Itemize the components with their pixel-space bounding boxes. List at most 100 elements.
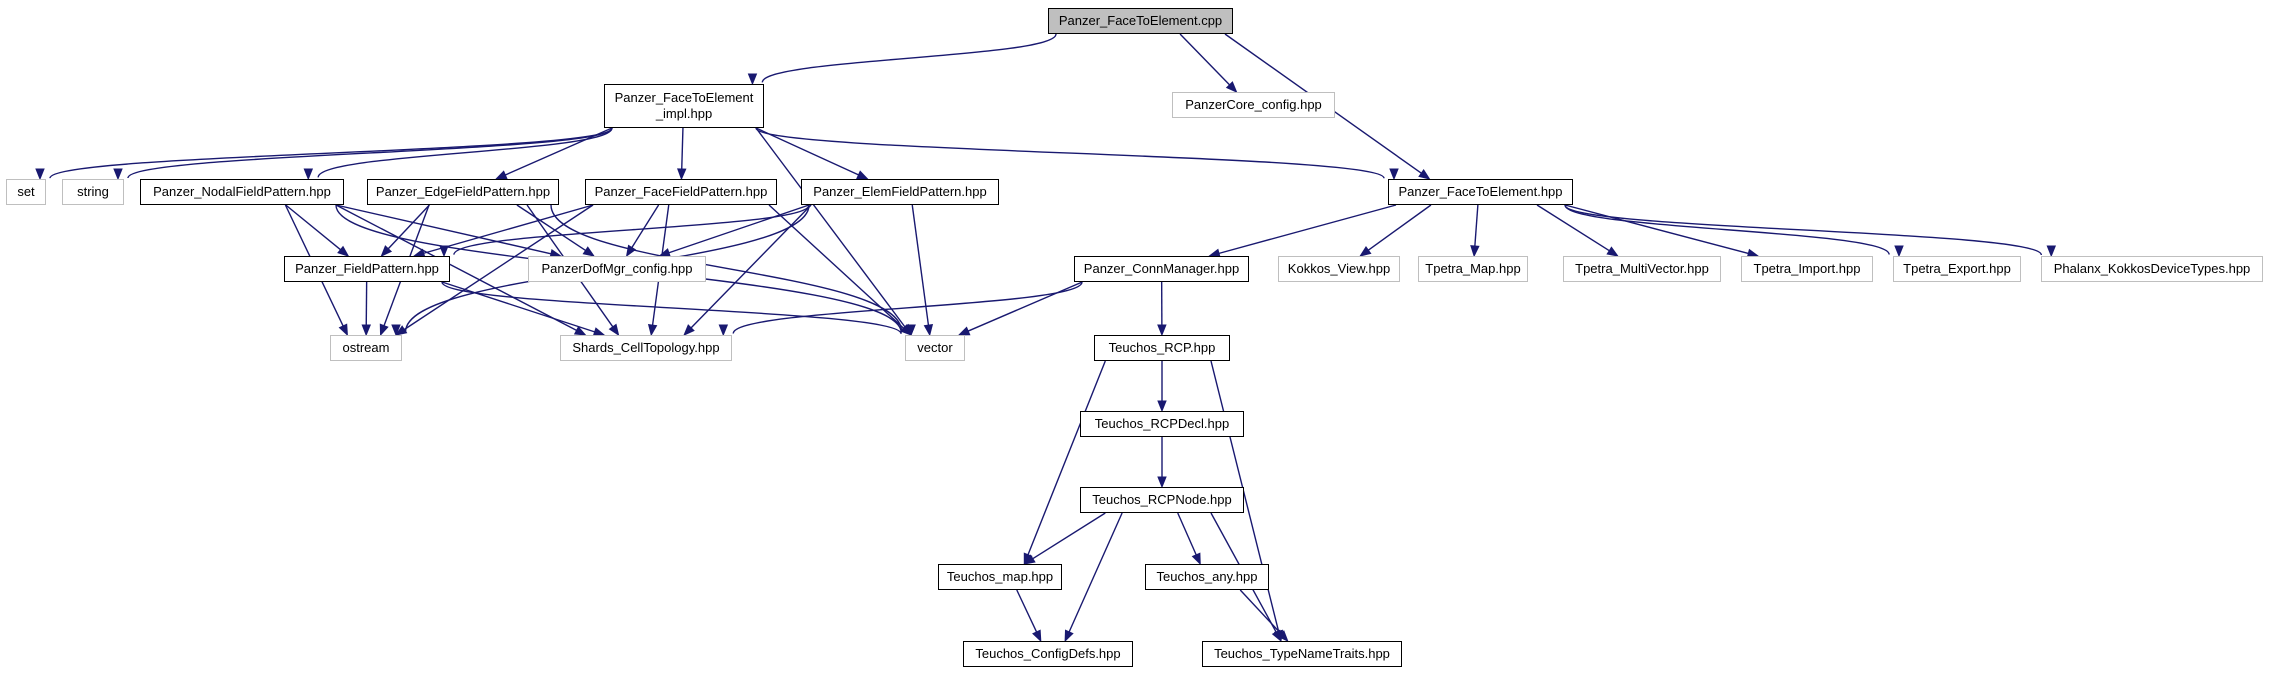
edge-f2e-to-tmv (1536, 204, 1610, 252)
arrowhead-impl-to-edge (494, 170, 508, 180)
edge-impl-to-f2e (755, 127, 1385, 179)
edge-conn-to-vector (967, 281, 1083, 332)
node-rcpdecl[interactable]: Teuchos_RCPDecl.hpp (1080, 411, 1244, 437)
node-tname[interactable]: Teuchos_TypeNameTraits.hpp (1202, 641, 1402, 667)
arrowhead-face-to-dofcfg (625, 244, 637, 258)
edge-elem-to-fieldp (453, 204, 810, 255)
edge-elem-to-shards (690, 204, 812, 329)
arrowhead-edge-to-fieldp (380, 245, 393, 257)
edge-nodal-to-shards (335, 204, 577, 331)
node-texp[interactable]: Tpetra_Export.hpp (1893, 256, 2021, 282)
arrowhead-tmapp-to-cfgdefs (1032, 629, 1042, 643)
node-phal[interactable]: Phalanx_KokkosDeviceTypes.hpp (2041, 256, 2263, 282)
edge-root-to-impl (761, 33, 1057, 83)
arrowhead-rcp-to-rcpdecl (1157, 400, 1167, 413)
arrowhead-conn-to-rcp (1157, 324, 1167, 337)
node-dofcfg[interactable]: PanzerDofMgr_config.hpp (528, 256, 706, 282)
arrowhead-f2e-to-phal (2046, 245, 2057, 258)
arrowhead-elem-to-vector (923, 323, 934, 337)
node-timp[interactable]: Tpetra_Import.hpp (1741, 256, 1873, 282)
edge-impl-to-set (49, 127, 613, 179)
arrowhead-face-to-ostream (394, 325, 408, 336)
edge-conn-to-shards (732, 281, 1083, 334)
arrowhead-elem-to-shards (683, 324, 695, 336)
edge-tmapp-to-cfgdefs (1016, 589, 1038, 633)
node-tany[interactable]: Teuchos_any.hpp (1145, 564, 1269, 590)
arrowhead-root-to-f2e (1418, 169, 1431, 180)
arrowhead-edge-to-dofcfg (582, 246, 596, 257)
node-set[interactable]: set (6, 179, 46, 205)
node-root[interactable]: Panzer_FaceToElement.cpp (1048, 8, 1233, 34)
edge-fieldp-to-shards (441, 281, 595, 333)
node-edge[interactable]: Panzer_EdgeFieldPattern.hpp (367, 179, 559, 205)
edge-tany-to-tname (1239, 589, 1282, 635)
edge-impl-to-edge (505, 127, 613, 176)
node-tmap[interactable]: Tpetra_Map.hpp (1418, 256, 1528, 282)
arrowhead-root-to-config (1225, 81, 1238, 93)
node-config[interactable]: PanzerCore_config.hpp (1172, 92, 1335, 118)
node-conn[interactable]: Panzer_ConnManager.hpp (1074, 256, 1249, 282)
node-tmv[interactable]: Tpetra_MultiVector.hpp (1563, 256, 1721, 282)
arrowhead-nodal-to-ostream (338, 323, 348, 337)
node-shards[interactable]: Shards_CellTopology.hpp (560, 335, 732, 361)
arrowhead-conn-to-vector (957, 326, 971, 336)
arrowhead-conn-to-shards (718, 324, 729, 337)
arrowhead-elem-to-ostream (391, 324, 401, 337)
node-ostream[interactable]: ostream (330, 335, 402, 361)
node-nodal[interactable]: Panzer_NodalFieldPattern.hpp (140, 179, 344, 205)
arrowhead-root-to-impl (747, 73, 758, 86)
arrowhead-impl-to-f2e (1389, 168, 1399, 181)
arrowhead-rcpdecl-to-rcpnode (1157, 476, 1167, 489)
edge-f2e-to-texp (1564, 204, 1890, 255)
arrowhead-nodal-to-fieldp (337, 245, 350, 257)
arrowhead-face-to-shards (647, 323, 658, 337)
edge-face-to-dofcfg (631, 204, 660, 248)
node-impl[interactable]: Panzer_FaceToElement_impl.hpp (604, 84, 764, 128)
edge-elem-to-vector (911, 204, 930, 326)
arrowhead-f2e-to-tmap (1470, 245, 1480, 258)
arrowhead-rcpnode-to-cfgdefs (1064, 629, 1074, 643)
edge-f2e-to-conn (1218, 204, 1397, 255)
node-fieldp[interactable]: Panzer_FieldPattern.hpp (284, 256, 450, 282)
node-rcp[interactable]: Teuchos_RCP.hpp (1094, 335, 1230, 361)
arrowhead-f2e-to-tmv (1606, 246, 1619, 257)
edge-rcpnode-to-cfgdefs (1068, 512, 1123, 633)
arrowhead-impl-to-set (35, 168, 45, 181)
edge-f2e-to-timp (1564, 204, 1749, 255)
arrowhead-rcpnode-to-tany (1191, 552, 1201, 566)
node-cfgdefs[interactable]: Teuchos_ConfigDefs.hpp (963, 641, 1133, 667)
arrowhead-fieldp-to-vector (906, 324, 916, 337)
node-kview[interactable]: Kokkos_View.hpp (1278, 256, 1400, 282)
edge-nodal-to-fieldp (285, 204, 341, 251)
arrowhead-f2e-to-kview (1359, 246, 1372, 257)
edge-rcpnode-to-tmapp (1032, 512, 1106, 560)
node-face[interactable]: Panzer_FaceFieldPattern.hpp (585, 179, 777, 205)
arrowhead-nodal-to-shards (573, 325, 587, 336)
node-elem[interactable]: Panzer_ElemFieldPattern.hpp (801, 179, 999, 205)
node-rcpnode[interactable]: Teuchos_RCPNode.hpp (1080, 487, 1244, 513)
arrowhead-rcpnode-to-tmapp (1023, 554, 1036, 565)
node-f2e[interactable]: Panzer_FaceToElement.hpp (1388, 179, 1573, 205)
arrowhead-tany-to-tname (1277, 630, 1289, 642)
edge-impl-to-face (681, 127, 684, 170)
edge-rcpnode-to-tany (1177, 512, 1197, 556)
arrowhead-impl-to-string (113, 168, 123, 181)
node-vector[interactable]: vector (905, 335, 965, 361)
edge-face-to-fieldp (423, 204, 594, 254)
node-tmapp[interactable]: Teuchos_map.hpp (938, 564, 1062, 590)
edge-edge-to-dofcfg (516, 204, 586, 252)
arrowhead-fieldp-to-ostream (361, 324, 371, 337)
edge-impl-to-string (127, 127, 613, 179)
edge-fieldp-to-vector (441, 281, 902, 335)
edge-f2e-to-tmap (1474, 204, 1479, 247)
arrowhead-impl-to-face (677, 168, 687, 181)
edge-f2e-to-phal (1564, 204, 2043, 256)
node-string[interactable]: string (62, 179, 124, 205)
arrowhead-impl-to-nodal (303, 168, 314, 181)
edge-impl-to-elem (755, 127, 859, 176)
arrowhead-edge-to-shards (608, 323, 620, 337)
arrowhead-f2e-to-texp (1894, 245, 1904, 258)
edge-elem-to-dofcfg (668, 204, 810, 254)
arrowhead-elem-to-fieldp (439, 245, 449, 258)
arrowhead-impl-to-elem (856, 170, 869, 180)
